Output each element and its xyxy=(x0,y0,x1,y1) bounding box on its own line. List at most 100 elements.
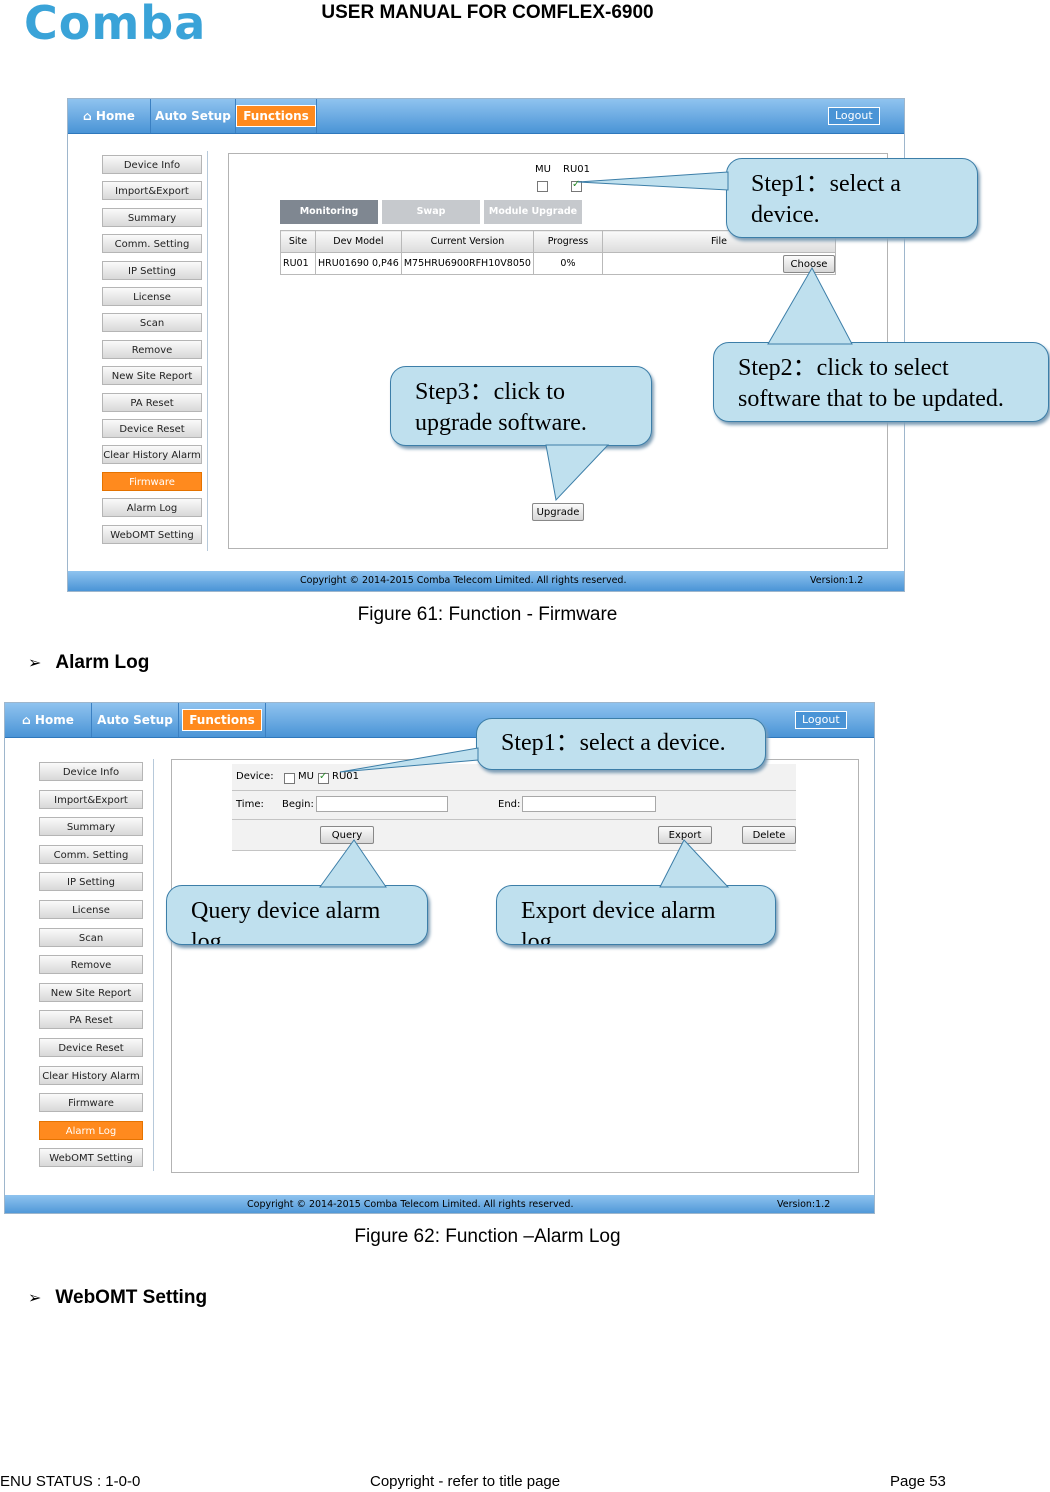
sidebar-item-license[interactable]: License xyxy=(39,900,143,919)
begin-input[interactable] xyxy=(316,796,448,812)
device-label: Device: xyxy=(236,771,274,782)
nav-auto-setup[interactable]: Auto Setup xyxy=(151,99,236,133)
callout-export-alarm-log: Export device alarm log xyxy=(496,885,776,945)
callout-query-alarm-log: Query device alarm log xyxy=(166,885,428,945)
sidebar-item-scan[interactable]: Scan xyxy=(39,927,143,947)
sidebar-item-firmware[interactable]: Firmware xyxy=(39,1093,143,1113)
mu-label: MU xyxy=(298,771,314,782)
tab-monitoring-upgrade[interactable]: Monitoring Upgrade xyxy=(280,200,378,241)
section-arrow-icon: ➢ xyxy=(28,653,42,672)
nav-home[interactable]: ⌂ Home xyxy=(68,99,151,133)
tab-module-upgrade[interactable]: Module Upgrade xyxy=(484,200,582,224)
sidebar-item-ip-setting[interactable]: IP Setting xyxy=(39,872,143,892)
col-dev-model: Dev Model xyxy=(315,230,402,253)
begin-label: Begin: xyxy=(282,799,314,810)
cell-site: RU01 xyxy=(280,252,316,275)
sidebar-item-new-site-report[interactable]: New Site Report xyxy=(39,982,143,1002)
section-arrow-icon: ➢ xyxy=(28,1288,42,1307)
sidebar-item-scan[interactable]: Scan xyxy=(102,313,202,333)
callout-step1-select-device: Step1：select a device. xyxy=(726,158,978,238)
callout-step2-select-software: Step2：click to select software that to b… xyxy=(713,342,1049,422)
top-navigation: ⌂ Home Auto Setup Functions Logout xyxy=(68,99,904,134)
comba-logo: Comba xyxy=(24,0,207,50)
sidebar-item-import-export[interactable]: Import&Export xyxy=(102,181,202,201)
time-row: Time: Begin: End: xyxy=(232,791,796,820)
sidebar-item-alarm-log[interactable]: Alarm Log xyxy=(39,1120,143,1140)
sidebar-item-webomt-setting[interactable]: WebOMT Setting xyxy=(102,524,202,544)
sidebar-item-import-export[interactable]: Import&Export xyxy=(39,789,143,809)
table-row: RU01 HRU01690 0,P46 M75HRU6900RFH10V8050… xyxy=(280,252,837,275)
mu-checkbox[interactable] xyxy=(284,773,295,785)
sidebar-item-comm-setting[interactable]: Comm. Setting xyxy=(39,844,143,864)
sidebar-item-pa-reset[interactable]: PA Reset xyxy=(39,1010,143,1030)
ru01-label: RU01 xyxy=(332,771,359,782)
callout-step3-upgrade: Step3：click to upgrade software. xyxy=(390,366,652,446)
sidebar-item-license[interactable]: License xyxy=(102,287,202,306)
tab-swap[interactable]: Swap xyxy=(382,200,480,224)
version-text: Version:1.2 xyxy=(810,575,864,586)
sidebar-item-pa-reset[interactable]: PA Reset xyxy=(102,392,202,412)
sidebar-item-alarm-log[interactable]: Alarm Log xyxy=(102,498,202,518)
sidebar-item-summary[interactable]: Summary xyxy=(39,817,143,837)
sidebar-item-device-info[interactable]: Device Info xyxy=(39,762,143,781)
col-current-version: Current Version xyxy=(400,230,534,253)
ru01-checkbox[interactable] xyxy=(571,179,582,193)
ru01-checkbox[interactable] xyxy=(318,771,329,785)
nav-functions[interactable]: Functions xyxy=(236,99,317,133)
logout-button[interactable]: Logout xyxy=(795,711,847,729)
end-input[interactable] xyxy=(522,796,656,812)
document-title: USER MANUAL FOR COMFLEX-6900 xyxy=(321,2,654,23)
footer-copyright: Copyright - refer to title page xyxy=(370,1473,561,1490)
copyright-bar: Copyright © 2014-2015 Comba Telecom Limi… xyxy=(5,1195,874,1213)
cell-dev-model: HRU01690 0,P46 xyxy=(315,252,402,275)
copyright-text: Copyright © 2014-2015 Comba Telecom Limi… xyxy=(247,1199,574,1210)
sidebar-item-firmware[interactable]: Firmware xyxy=(102,471,202,491)
sidebar-item-device-info[interactable]: Device Info xyxy=(102,155,202,174)
nav-auto-setup[interactable]: Auto Setup xyxy=(92,703,179,737)
footer-page-number: Page 53 xyxy=(890,1473,946,1490)
figure-62-screenshot: ⌂ Home Auto Setup Functions Logout Devic… xyxy=(4,702,875,1214)
section-webomt-setting: ➢WebOMT Setting xyxy=(28,1287,208,1308)
alarm-log-panel: Device: MU RU01 Time: Begin: End: Query … xyxy=(171,759,859,1173)
version-text: Version:1.2 xyxy=(777,1199,831,1210)
sidebar-item-remove[interactable]: Remove xyxy=(102,339,202,359)
section-alarm-log: ➢Alarm Log xyxy=(28,652,150,673)
cell-current-version: M75HRU6900RFH10V8050 xyxy=(400,252,534,275)
sidebar-item-clear-history-alarm[interactable]: Clear History Alarm xyxy=(39,1065,143,1085)
figure-62-caption: Figure 62: Function –Alarm Log xyxy=(354,1226,621,1247)
col-site: Site xyxy=(280,230,316,253)
figure-61-caption: Figure 61: Function - Firmware xyxy=(357,604,618,625)
copyright-bar: Copyright © 2014-2015 Comba Telecom Limi… xyxy=(68,571,904,591)
footer-status: ENU STATUS : 1-0-0 xyxy=(0,1473,141,1490)
home-icon: ⌂ xyxy=(83,109,92,123)
export-button[interactable]: Export xyxy=(658,826,712,844)
sidebar-item-new-site-report[interactable]: New Site Report xyxy=(102,366,202,386)
device-label-mu: MU xyxy=(535,164,551,175)
nav-home[interactable]: ⌂ Home xyxy=(5,703,92,737)
sidebar-item-clear-history-alarm[interactable]: Clear History Alarm xyxy=(102,445,202,465)
delete-button[interactable]: Delete xyxy=(742,826,796,844)
home-icon: ⌂ xyxy=(22,713,31,727)
sidebar-item-device-reset[interactable]: Device Reset xyxy=(102,419,202,438)
col-progress: Progress xyxy=(532,230,603,253)
upgrade-button[interactable]: Upgrade xyxy=(532,503,584,521)
choose-button[interactable]: Choose xyxy=(783,255,835,273)
sidebar-item-ip-setting[interactable]: IP Setting xyxy=(102,260,202,280)
sidebar-item-device-reset[interactable]: Device Reset xyxy=(39,1038,143,1057)
sidebar-item-comm-setting[interactable]: Comm. Setting xyxy=(102,234,202,254)
device-label-ru01: RU01 xyxy=(563,164,590,175)
sidebar-item-webomt-setting[interactable]: WebOMT Setting xyxy=(39,1148,143,1168)
time-label: Time: xyxy=(236,799,264,810)
sidebar-item-summary[interactable]: Summary xyxy=(102,207,202,227)
copyright-text: Copyright © 2014-2015 Comba Telecom Limi… xyxy=(300,575,627,586)
callout-step1-select-device: Step1：select a device. xyxy=(476,718,766,770)
mu-checkbox[interactable] xyxy=(537,181,548,193)
end-label: End: xyxy=(498,799,521,810)
logout-button[interactable]: Logout xyxy=(828,107,880,125)
sidebar-item-remove[interactable]: Remove xyxy=(39,955,143,975)
nav-functions[interactable]: Functions xyxy=(179,703,266,737)
query-button[interactable]: Query xyxy=(320,826,374,844)
firmware-panel: MU RU01 Monitoring Upgrade Swap Module U… xyxy=(228,153,888,549)
